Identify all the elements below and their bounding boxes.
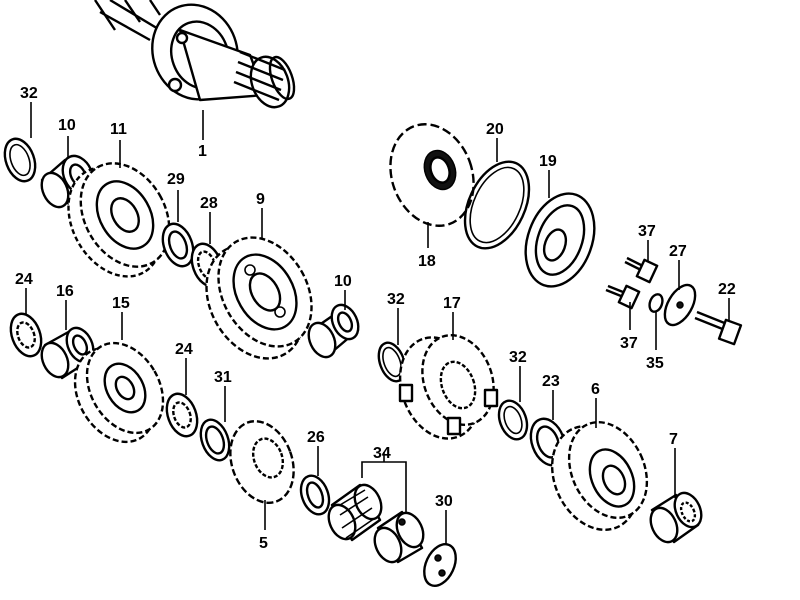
part-30-washer xyxy=(423,543,457,587)
callout-37: 37 xyxy=(638,223,656,240)
callout-9: 9 xyxy=(256,191,265,208)
part-29-washer xyxy=(161,222,195,268)
callout-30: 30 xyxy=(435,493,453,510)
callout-34: 34 xyxy=(373,445,391,462)
part-15-gear xyxy=(73,341,165,444)
part-37-bolt-upper xyxy=(624,256,659,284)
part-10-bushing-lower xyxy=(307,303,360,359)
part-11-gear xyxy=(67,162,171,278)
callout-22: 22 xyxy=(718,281,736,298)
callout-17: 17 xyxy=(443,295,461,312)
part-1-mainshaft xyxy=(94,0,296,109)
callout-19: 19 xyxy=(539,153,557,170)
callout-7: 7 xyxy=(669,431,678,448)
part-20-o-ring xyxy=(463,160,531,250)
callout-23: 23 xyxy=(542,373,560,390)
part-32-snap-ring-upper xyxy=(3,137,37,183)
part-6-gear xyxy=(550,420,649,531)
part-24-splined-washer-left xyxy=(9,312,43,358)
part-27-plate xyxy=(663,283,697,327)
callout-31: 31 xyxy=(214,369,232,386)
callout-32: 32 xyxy=(20,85,38,102)
callout-32: 32 xyxy=(387,291,405,308)
callout-26: 26 xyxy=(307,429,325,446)
callout-24: 24 xyxy=(175,341,193,358)
callout-32: 32 xyxy=(509,349,527,366)
callout-10: 10 xyxy=(334,273,352,290)
callout-16: 16 xyxy=(56,283,74,300)
part-34-needle-bearing xyxy=(327,483,383,542)
callout-1: 1 xyxy=(198,143,207,160)
part-18-drive-sprocket xyxy=(389,123,475,227)
part-24-splined-washer-right xyxy=(165,392,199,438)
callout-6: 6 xyxy=(591,381,600,398)
callout-29: 29 xyxy=(167,171,185,188)
part-26-washer xyxy=(299,474,331,516)
callout-24: 24 xyxy=(15,271,33,288)
leader-lines xyxy=(25,102,730,545)
part-35-washer xyxy=(648,293,664,313)
callout-5: 5 xyxy=(259,535,268,552)
callout-28: 28 xyxy=(200,195,218,212)
callout-27: 27 xyxy=(669,243,687,260)
part-7-bushing xyxy=(649,491,703,544)
part-32-snap-ring-lower xyxy=(497,399,529,441)
callout-15: 15 xyxy=(112,295,130,312)
callout-18: 18 xyxy=(418,253,436,270)
callout-37: 37 xyxy=(620,335,638,352)
part-17-gear xyxy=(398,334,499,440)
callout-11: 11 xyxy=(110,121,127,138)
callout-10: 10 xyxy=(58,117,76,134)
part-37-bolt-lower xyxy=(605,284,641,310)
callout-labels: 1 32 10 11 29 28 9 20 19 18 37 27 22 37 … xyxy=(15,85,736,552)
callout-20: 20 xyxy=(486,121,504,138)
part-9-gear xyxy=(205,236,313,360)
part-5-gear xyxy=(229,420,295,504)
part-31-ring xyxy=(199,418,231,462)
callout-35: 35 xyxy=(646,355,664,372)
part-22-bolt xyxy=(694,310,743,346)
part-19-sprocket-cover xyxy=(524,192,596,288)
part-34-collar xyxy=(373,510,425,564)
